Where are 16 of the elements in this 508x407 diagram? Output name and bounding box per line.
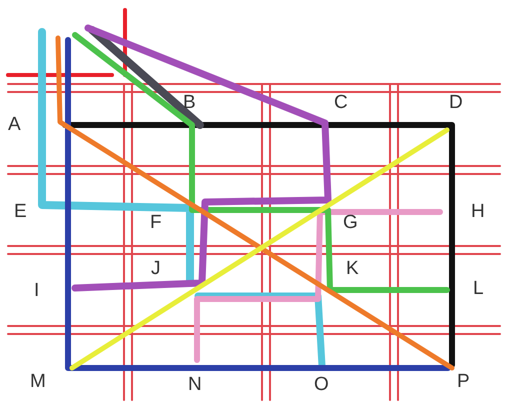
point-letter: N [188,375,202,395]
point-letter: G [343,213,358,233]
point-letter: H [471,202,485,222]
point-letter: F [150,213,162,233]
point-letter: D [449,93,463,113]
point-letter: B [183,93,196,113]
point-letter: K [346,259,359,279]
point-letter: I [34,281,40,301]
point-letter: P [457,372,470,392]
point-letter: E [14,202,27,222]
point-letter: J [151,259,160,279]
point-letter: A [8,115,21,135]
point-letter: C [334,93,348,113]
point-letter: O [314,375,329,395]
point-letter: L [473,279,484,299]
point-letter: M [30,372,46,392]
